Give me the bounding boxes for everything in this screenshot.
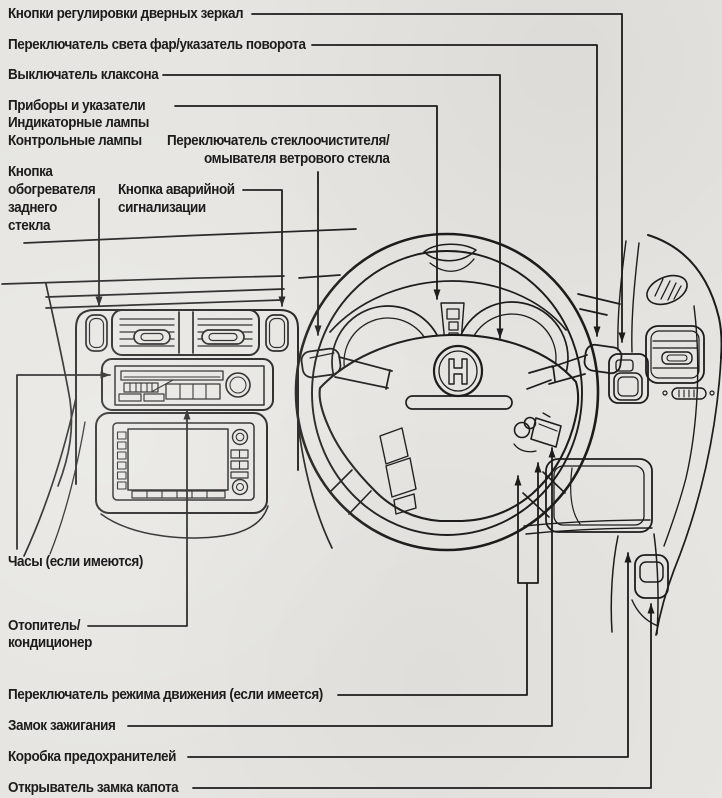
callout-hood-release: Открыватель замка капота [8, 780, 179, 796]
callout-headlight-turn: Переключатель света фар/указатель поворо… [8, 37, 306, 53]
callout-door-mirrors: Кнопки регулировки дверных зеркал [8, 6, 244, 22]
callout-hazard-line1: Кнопка аварийной [118, 182, 235, 198]
callout-defrost-line4: стекла [8, 218, 51, 234]
wiper-stalk [300, 347, 393, 390]
volume-knob [225, 372, 251, 398]
callout-ignition: Замок зажигания [8, 718, 116, 734]
ignition-lock [513, 412, 562, 453]
leader-horn [162, 74, 504, 339]
callout-defrost-line2: обогревателя [8, 182, 96, 198]
callout-instruments: Приборы и указатели [8, 98, 146, 114]
callout-hazard-line2: сигнализации [118, 200, 206, 216]
audio-unit [101, 358, 274, 411]
callout-horn: Выключатель клаксона [8, 67, 159, 83]
callout-heater-line1: Отопитель/ [8, 618, 81, 634]
nav-display-unit [95, 412, 268, 514]
leader-hazard [242, 189, 286, 307]
callout-wiper-line2: омывателя ветрового стекла [204, 151, 390, 167]
dash-top-edge [1, 228, 621, 487]
dimmer-control [662, 387, 715, 400]
right-dash [523, 234, 722, 636]
leader-ignition [127, 447, 556, 727]
leader-fuse-box [187, 552, 632, 758]
steering-column [379, 427, 417, 515]
callout-wiper-line1: Переключатель стеклоочистителя/ [167, 133, 390, 149]
leader-lines [16, 13, 655, 789]
center-air-vents [111, 309, 260, 356]
callout-fuse-box: Коробка предохранителей [8, 749, 176, 765]
callout-defrost-line3: заднего [8, 200, 57, 216]
rear-defrost-button [85, 314, 108, 352]
leader-hood-release [192, 603, 655, 789]
steering-wheel [294, 232, 600, 552]
mirror-adjust-switch [608, 353, 649, 404]
callout-clock: Часы (если имеются) [8, 554, 143, 570]
under-dash-panel [610, 533, 659, 635]
nav-screen [127, 428, 229, 491]
lower-pocket [523, 458, 653, 535]
leader-headlight-turn [311, 44, 601, 337]
leader-instruments [174, 105, 441, 300]
leader-clock [16, 371, 111, 550]
cassette-slot [120, 370, 224, 381]
callout-warning-lamps: Контрольные лампы [8, 133, 142, 149]
callout-heater-line2: кондиционер [8, 635, 92, 651]
callout-defrost-line1: Кнопка [8, 164, 53, 180]
leader-drive-mode-stem [337, 582, 539, 696]
leader-door-mirrors [251, 13, 626, 343]
side-air-vent [645, 325, 705, 384]
hood-release-handle [634, 554, 669, 599]
leader-heater [87, 409, 191, 627]
tweeter-grille [646, 274, 688, 306]
headlight-stalk [526, 343, 623, 390]
callout-drive-mode: Переключатель режима движения (если имее… [8, 687, 323, 703]
callout-indicator-lamps: Индикаторные лампы [8, 115, 149, 131]
hazard-button [265, 314, 289, 352]
airbag-pad [318, 333, 580, 523]
